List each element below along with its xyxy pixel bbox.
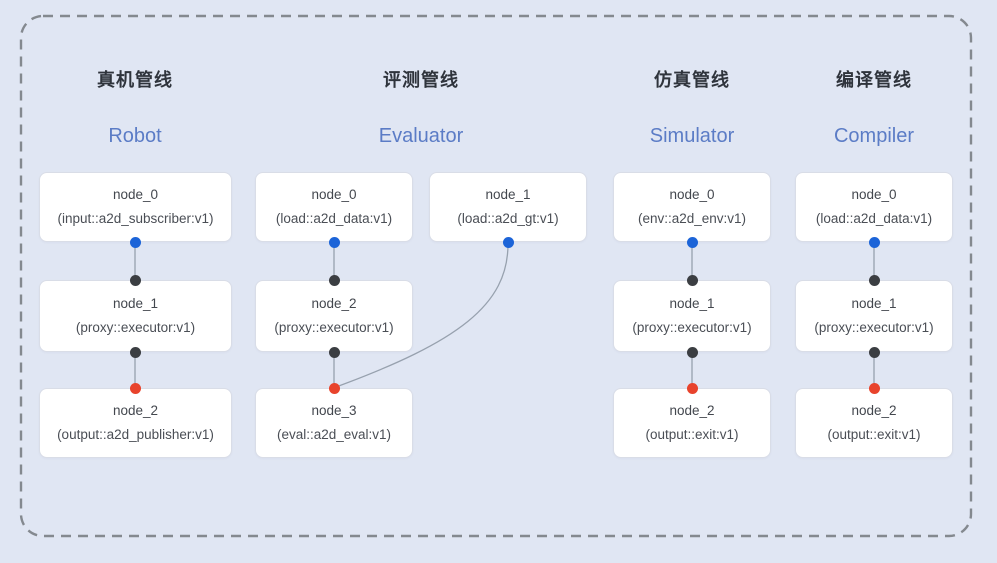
port-dot-dark — [328, 274, 340, 286]
pipeline-title-zh: 真机管线 — [97, 70, 173, 90]
node-card-simulator-2: node_2 (output::exit:v1) — [613, 388, 771, 458]
node-subtitle: (proxy::executor:v1) — [75, 320, 196, 335]
node-card-simulator-1: node_1 (proxy::executor:v1) — [613, 280, 771, 352]
port-dot-dark — [129, 346, 141, 358]
node-subtitle: (output::exit:v1) — [827, 427, 921, 442]
node-card-compiler-0: node_0 (load::a2d_data:v1) — [795, 172, 953, 242]
header-compiler-zh: 编译管线 — [764, 66, 984, 92]
node-card-compiler-2: node_2 (output::exit:v1) — [795, 388, 953, 458]
header-robot-en: Robot — [25, 125, 245, 148]
node-title: node_0 — [669, 187, 715, 202]
port-dot-red — [868, 382, 880, 394]
node-card-evaluator-0: node_0 (load::a2d_data:v1) — [255, 172, 413, 242]
node-subtitle: (proxy::executor:v1) — [632, 320, 752, 335]
node-subtitle: (output::exit:v1) — [645, 427, 739, 442]
node-subtitle: (load::a2d_data:v1) — [275, 211, 393, 226]
node-subtitle: (eval::a2d_eval:v1) — [276, 427, 392, 442]
port-dot-red — [328, 382, 340, 394]
pipeline-title-zh: 编译管线 — [836, 70, 912, 90]
port-dot-blue — [328, 236, 340, 248]
node-title: node_3 — [311, 403, 357, 418]
node-title: node_1 — [669, 296, 715, 311]
port-dot-blue — [502, 236, 514, 248]
node-card-robot-1: node_1 (proxy::executor:v1) — [39, 280, 232, 352]
pipeline-title-zh: 仿真管线 — [654, 70, 730, 90]
port-dot-blue — [868, 236, 880, 248]
header-simulator-zh: 仿真管线 — [582, 66, 802, 92]
node-subtitle: (env::a2d_env:v1) — [637, 211, 747, 226]
port-dot-dark — [868, 274, 880, 286]
node-card-evaluator-3: node_3 (eval::a2d_eval:v1) — [255, 388, 413, 458]
node-title: node_2 — [311, 296, 357, 311]
edge-eval-1-3 — [335, 243, 509, 388]
header-simulator-en: Simulator — [582, 125, 802, 148]
node-card-robot-0: node_0 (input::a2d_subscriber:v1) — [39, 172, 232, 242]
node-subtitle: (proxy::executor:v1) — [274, 320, 394, 335]
header-compiler-en: Compiler — [764, 125, 984, 148]
port-dot-dark — [129, 274, 141, 286]
port-dot-dark — [686, 274, 698, 286]
node-title: node_1 — [112, 296, 159, 311]
pipeline-title-en: Evaluator — [378, 125, 464, 147]
node-title: node_0 — [112, 187, 159, 202]
node-title: node_2 — [112, 403, 159, 418]
pipeline-title-en: Simulator — [649, 125, 735, 147]
dashed-boundary — [19, 14, 973, 538]
node-subtitle: (proxy::executor:v1) — [814, 320, 934, 335]
node-card-simulator-0: node_0 (env::a2d_env:v1) — [613, 172, 771, 242]
node-card-evaluator-1: node_1 (load::a2d_gt:v1) — [429, 172, 587, 242]
pipeline-title-zh: 评测管线 — [383, 70, 459, 90]
port-dot-red — [686, 382, 698, 394]
node-card-compiler-1: node_1 (proxy::executor:v1) — [795, 280, 953, 352]
header-robot-zh: 真机管线 — [25, 66, 245, 92]
port-dot-blue — [686, 236, 698, 248]
port-dot-dark — [328, 346, 340, 358]
header-evaluator-en: Evaluator — [311, 125, 531, 148]
node-title: node_1 — [851, 296, 897, 311]
node-subtitle: (input::a2d_subscriber:v1) — [57, 211, 214, 226]
node-card-robot-2: node_2 (output::a2d_publisher:v1) — [39, 388, 232, 458]
header-evaluator-zh: 评测管线 — [311, 66, 531, 92]
node-card-evaluator-2: node_2 (proxy::executor:v1) — [255, 280, 413, 352]
node-title: node_2 — [669, 403, 715, 418]
node-subtitle: (output::a2d_publisher:v1) — [57, 427, 214, 442]
port-dot-red — [129, 382, 141, 394]
node-title: node_0 — [851, 187, 897, 202]
port-dot-dark — [686, 346, 698, 358]
node-subtitle: (load::a2d_gt:v1) — [457, 211, 559, 226]
node-subtitle: (load::a2d_data:v1) — [815, 211, 933, 226]
node-title: node_1 — [485, 187, 531, 202]
node-title: node_2 — [851, 403, 897, 418]
node-title: node_0 — [311, 187, 357, 202]
pipeline-title-en: Compiler — [833, 125, 915, 147]
pipeline-title-en: Robot — [108, 125, 162, 147]
port-dot-blue — [129, 236, 141, 248]
port-dot-dark — [868, 346, 880, 358]
